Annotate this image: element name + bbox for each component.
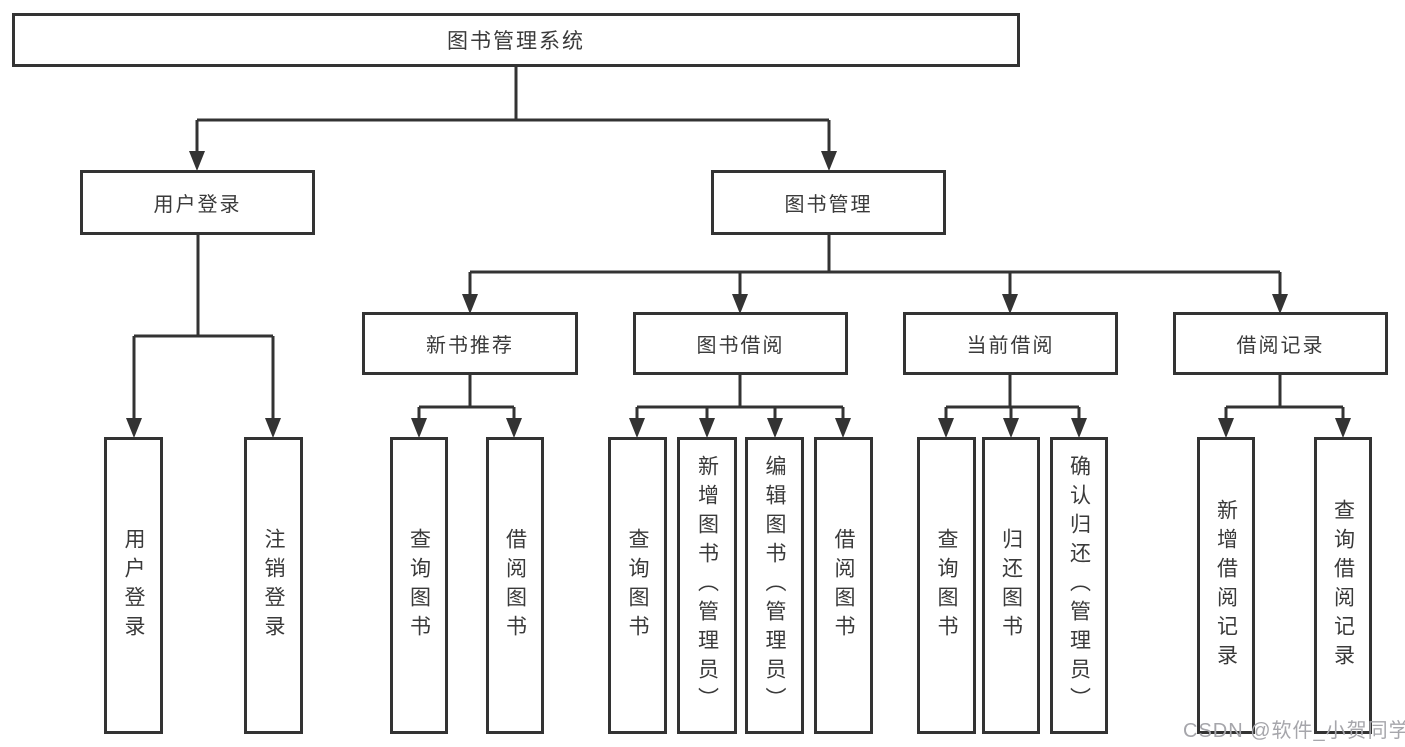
- node-leaf-query-books-3: 查询图书: [917, 437, 976, 734]
- node-book-management: 图书管理: [711, 170, 946, 235]
- node-leaf-borrow-books-1: 借阅图书: [486, 437, 544, 734]
- node-root: 图书管理系统: [12, 13, 1020, 67]
- csdn-watermark: CSDN @软件_小贺同学: [1183, 720, 1405, 742]
- node-leaf-query-borrow-record: 查询借阅记录: [1314, 437, 1372, 734]
- node-leaf-return-books: 归还图书: [982, 437, 1040, 734]
- node-leaf-confirm-return-admin: 确认归还（管理员）: [1050, 437, 1108, 734]
- node-current-borrowing: 当前借阅: [903, 312, 1118, 375]
- node-new-book-recommend: 新书推荐: [362, 312, 578, 375]
- node-leaf-user-login: 用户登录: [104, 437, 163, 734]
- node-leaf-query-books-1: 查询图书: [390, 437, 448, 734]
- node-user-login-group: 用户登录: [80, 170, 315, 235]
- node-leaf-add-books-admin: 新增图书（管理员）: [677, 437, 737, 734]
- node-leaf-edit-books-admin: 编辑图书（管理员）: [745, 437, 804, 734]
- node-borrowing-records: 借阅记录: [1173, 312, 1388, 375]
- node-leaf-add-borrow-record: 新增借阅记录: [1197, 437, 1255, 734]
- node-leaf-logout: 注销登录: [244, 437, 303, 734]
- node-leaf-query-books-2: 查询图书: [608, 437, 667, 734]
- node-leaf-borrow-books-2: 借阅图书: [814, 437, 873, 734]
- node-book-borrowing: 图书借阅: [633, 312, 848, 375]
